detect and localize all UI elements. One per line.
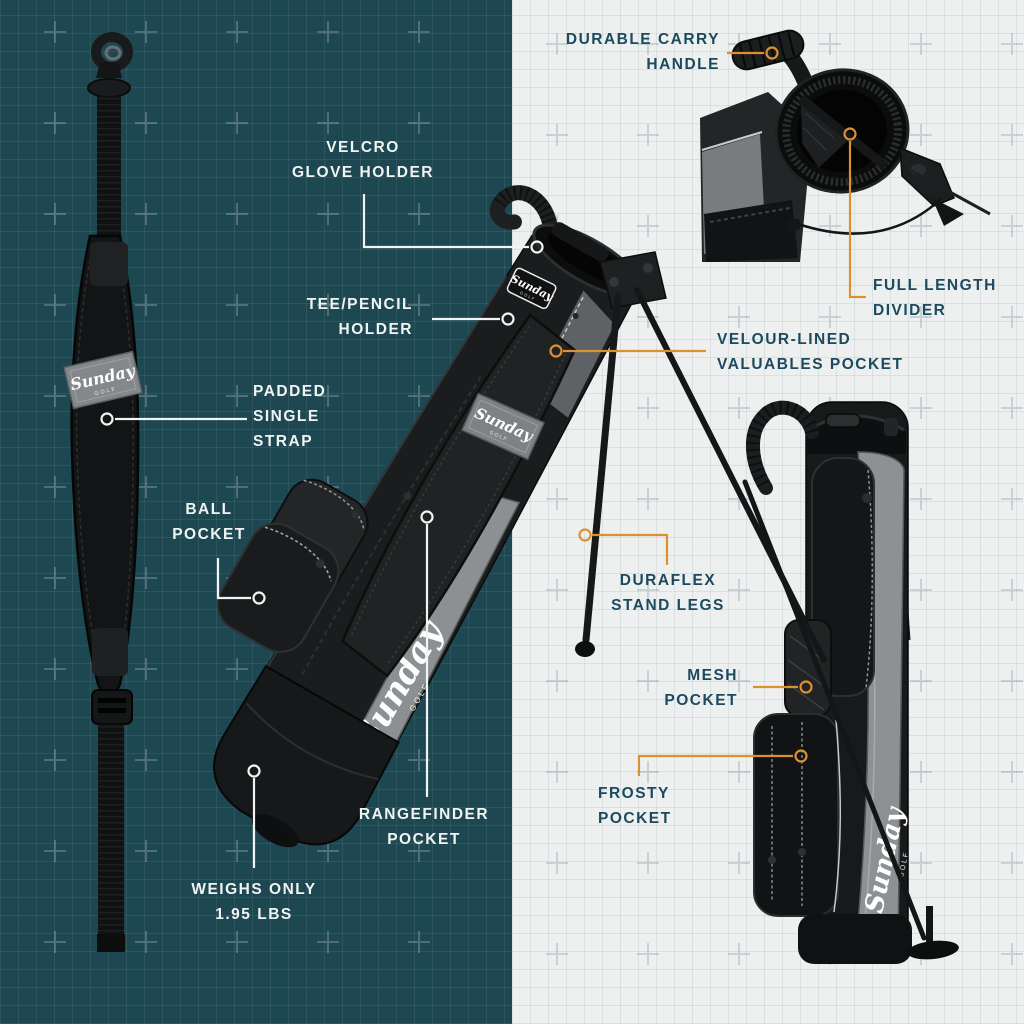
- callout-marker-tee-pencil-holder: [501, 312, 515, 326]
- callout-marker-velour-valuables-pocket: [549, 344, 563, 358]
- frosty-pocket-shape: [753, 713, 839, 917]
- callout-marker-ball-pocket: [252, 591, 266, 605]
- label-tee-pencil-holder: TEE/PENCIL HOLDER: [306, 296, 413, 338]
- brand-sub: GOLF: [94, 386, 118, 397]
- callout-line-frosty-pocket: [637, 754, 793, 776]
- label-mesh-pocket: MESH POCKET: [664, 667, 738, 709]
- label-ball-pocket: BALL POCKET: [172, 501, 246, 543]
- top-view-flap: [704, 200, 798, 262]
- zipper-pull: [315, 559, 325, 569]
- stand-bag-side-photo: Sunday GOLF: [742, 400, 959, 964]
- callout-line-duraflex-stand-legs: [592, 533, 669, 565]
- callout-line-full-length-divider: [848, 141, 866, 299]
- callout-marker-rangefinder-pocket: [420, 510, 434, 524]
- frosty-piping: [833, 719, 842, 913]
- zipper-pull: [351, 510, 360, 519]
- side-bag-base: [798, 914, 912, 964]
- strap-pad: [70, 234, 140, 695]
- side-bag-foot-disc: [907, 940, 959, 960]
- ball-pocket-shape: [216, 522, 340, 653]
- rangefinder-pocket-zipper: [300, 376, 482, 678]
- callout-marker-durable-carry-handle: [765, 46, 779, 60]
- bag-top-opening-photo: [700, 29, 991, 262]
- side-bag-d-ring: [884, 418, 898, 436]
- base-foot: [251, 814, 299, 848]
- strap-velcro-bottom: [92, 628, 128, 676]
- strap-brand-label: Sunday GOLF: [63, 350, 143, 410]
- zipper-pull: [572, 312, 579, 319]
- stand-rod: [905, 166, 991, 216]
- zipper-pull: [862, 493, 872, 503]
- zipper-pull: [768, 856, 776, 864]
- callout-marker-weighs-only: [247, 764, 261, 778]
- brand-sub: GOLF: [519, 290, 536, 302]
- strap-buckle: [91, 689, 133, 725]
- strap-pad-stitching: [75, 245, 134, 677]
- callout-marker-padded-single-strap: [100, 412, 114, 426]
- stand-cable: [797, 197, 943, 235]
- main-bag-brand-patch: Sunday GOLF: [506, 267, 557, 310]
- stand-mechanism-blade: [932, 198, 964, 226]
- zipper-pull: [798, 848, 806, 856]
- label-full-length-divider: FULL LENGTH DIVIDER: [873, 277, 997, 319]
- label-weighs-only: WEIGHS ONLY 1.95 LBS: [191, 881, 317, 923]
- shoulder-strap-photo: Sunday GOLF: [63, 32, 143, 952]
- callout-line-velcro-glove-holder: [362, 194, 529, 249]
- label-velour-valuables-pocket: VELOUR-LINED VALUABLES POCKET: [717, 331, 904, 373]
- callout-marker-full-length-divider: [843, 127, 857, 141]
- callout-line-ball-pocket: [216, 558, 251, 600]
- label-durable-carry-handle: DURABLE CARRY HANDLE: [565, 31, 720, 73]
- label-frosty-pocket: FROSTY POCKET: [598, 785, 672, 827]
- side-bag-top-hardware: [825, 413, 861, 428]
- side-bag-pocket-zipper: [865, 469, 874, 689]
- bag-mouth-ring: [774, 68, 910, 194]
- ball-pocket-cluster: [216, 478, 369, 653]
- strap-webbing-end: [97, 934, 125, 952]
- strap-velcro-top: [90, 242, 128, 286]
- leg-foot: [575, 641, 595, 657]
- ball-pocket-zipper: [264, 526, 332, 582]
- strap-clip-swivel: [96, 62, 122, 78]
- callout-marker-velcro-glove-holder: [530, 240, 544, 254]
- callout-layer: [100, 46, 866, 868]
- zipper-pull: [403, 492, 412, 501]
- callout-marker-mesh-pocket: [799, 680, 813, 694]
- main-stand-bag-photo: Sunday GOLF Sunday GOLF Sunday GOLF: [213, 185, 827, 848]
- label-padded-single-strap: PADDED SINGLE STRAP: [253, 383, 327, 450]
- label-velcro-glove-holder: VELCRO GLOVE HOLDER: [291, 139, 434, 181]
- strap-clip-collar: [87, 78, 131, 98]
- glove-holder-strip: [551, 222, 609, 262]
- callout-marker-duraflex-stand-legs: [578, 528, 592, 542]
- top-view-piping: [701, 131, 763, 151]
- front-stand-leg: [582, 292, 622, 644]
- label-rangefinder-pocket: RANGEFINDER POCKET: [358, 806, 490, 848]
- stand-mechanism-arm: [899, 146, 955, 207]
- callout-marker-frosty-pocket: [794, 749, 808, 763]
- full-length-divider-bar: [798, 94, 889, 170]
- label-duraflex-stand-legs: DURAFLEX STAND LEGS: [611, 572, 725, 614]
- strap-clip-ring: [104, 45, 122, 61]
